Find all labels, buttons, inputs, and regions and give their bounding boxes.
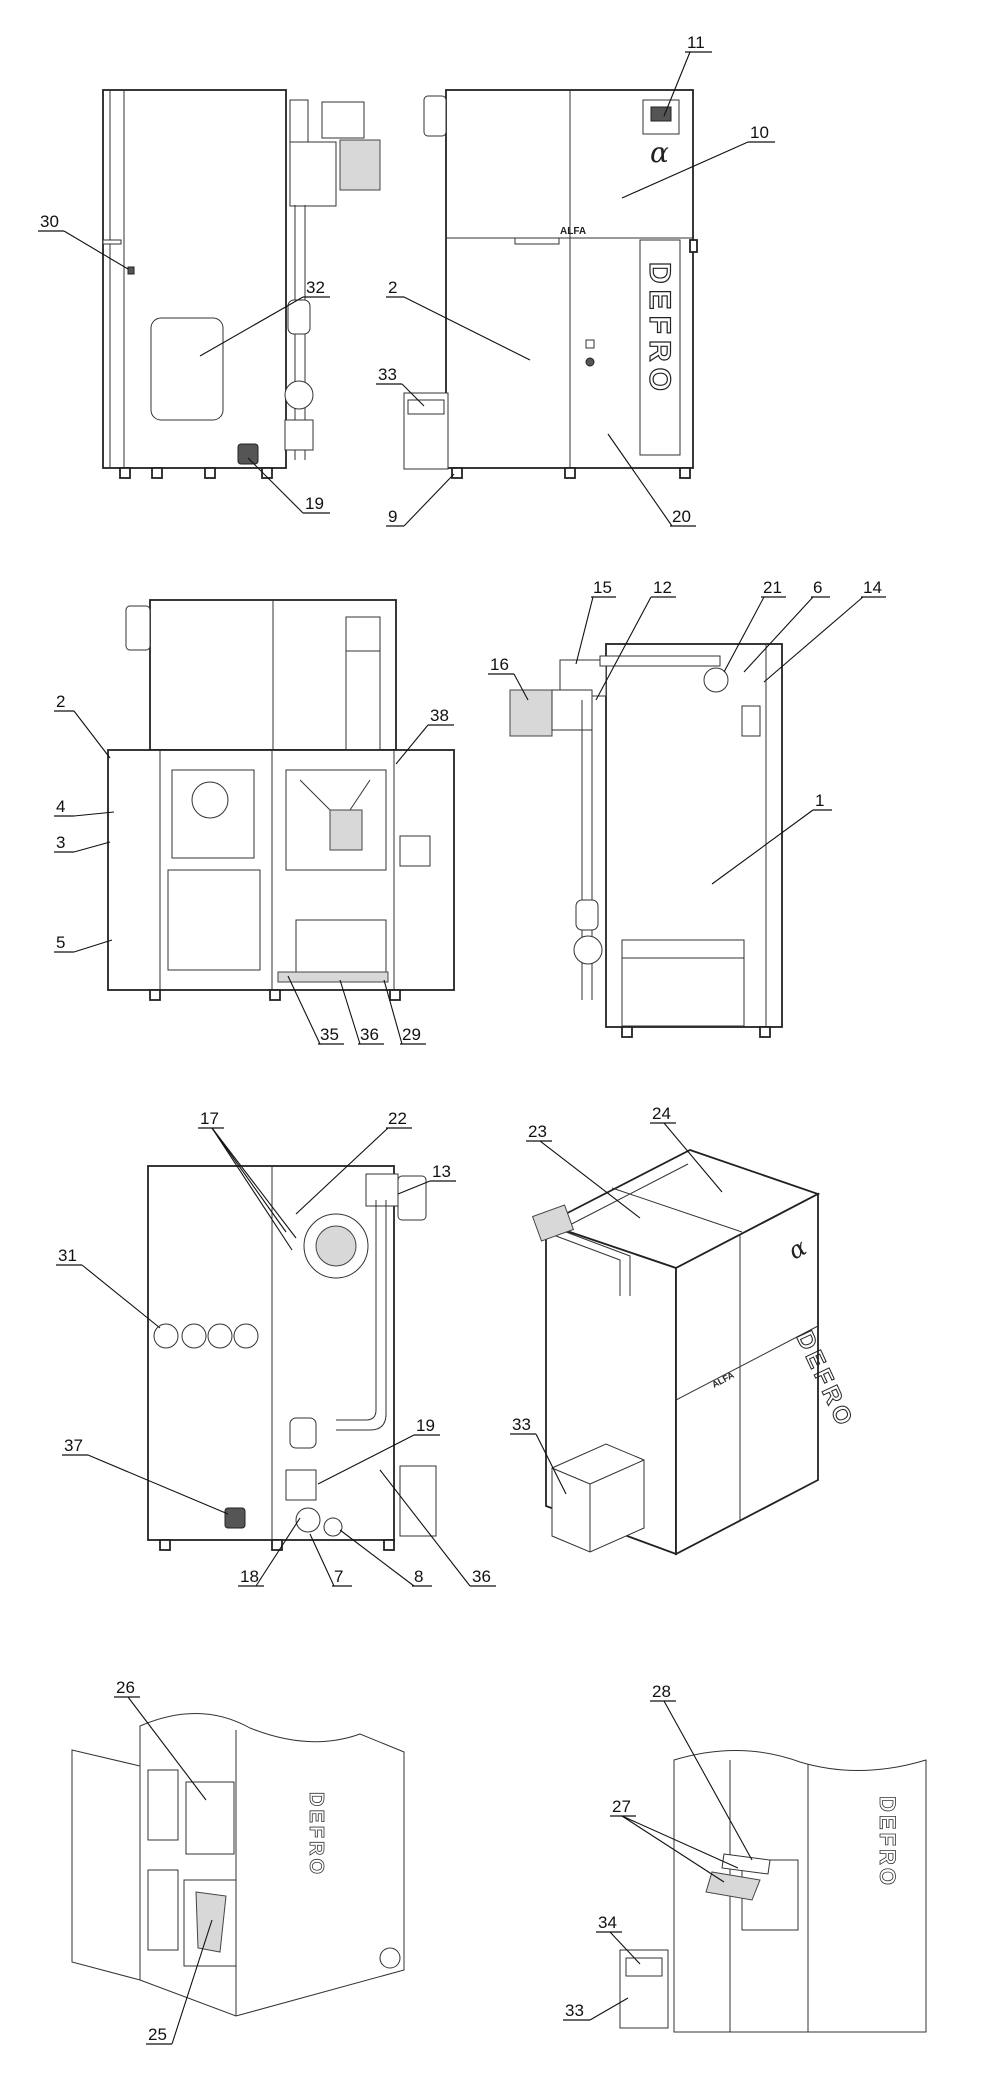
callout-27: 27 (612, 1797, 631, 1816)
view-detail-feeder: DEFRO (619, 1750, 927, 2033)
alpha-logo: α (650, 136, 669, 169)
callout-21: 21 (763, 578, 782, 597)
callout-36-rear: 36 (472, 1567, 491, 1586)
callout-12: 12 (653, 578, 672, 597)
callout-3: 3 (56, 833, 65, 852)
callout-5: 5 (56, 933, 65, 952)
callout-9: 9 (388, 507, 397, 526)
callout-19-rear: 37 (64, 1436, 83, 1455)
callout-11: 11 (687, 33, 705, 52)
callout-7: 7 (334, 1567, 343, 1586)
view-side-right (509, 643, 783, 1038)
defro-logo-front: DEFRO (643, 262, 676, 397)
callout-33-detail: 33 (565, 2001, 584, 2020)
callout-6: 6 (813, 578, 822, 597)
callout-37: 19 (416, 1416, 435, 1435)
alfa-label: ALFA (560, 226, 586, 237)
callout-18: 18 (240, 1567, 259, 1586)
callout-14: 14 (863, 578, 882, 597)
callout-19-top: 19 (305, 494, 324, 513)
callout-1: 1 (815, 791, 824, 810)
callout-24: 24 (652, 1104, 671, 1123)
callout-33-iso: 33 (512, 1415, 531, 1434)
callout-2-front: 2 (388, 278, 397, 297)
callout-16: 16 (490, 655, 509, 674)
callout-10: 10 (750, 123, 769, 142)
callout-34: 34 (598, 1913, 617, 1932)
callout-4: 4 (56, 797, 65, 816)
callout-25: 25 (148, 2025, 167, 2044)
callout-20: 20 (672, 507, 691, 526)
callout-30: 30 (40, 212, 59, 231)
callout-33-front: 33 (378, 365, 397, 384)
callout-2-open: 2 (56, 692, 65, 711)
callout-28: 28 (652, 1682, 671, 1701)
callout-13: 13 (432, 1162, 451, 1181)
callout-36-open: 36 (360, 1025, 379, 1044)
callout-17: 17 (200, 1109, 219, 1128)
callout-32: 32 (306, 278, 325, 297)
view-front: ALFA α DEFRO (403, 89, 698, 479)
view-rear (147, 1165, 437, 1551)
callout-22: 22 (388, 1109, 407, 1128)
callout-29: 29 (402, 1025, 421, 1044)
view-side-left (102, 89, 381, 479)
defro-logo-detail-left: DEFRO (305, 1792, 327, 1877)
view-isometric: α DEFRO ALFA (531, 1149, 859, 1556)
callout-23: 23 (528, 1122, 547, 1141)
callout-31: 31 (58, 1246, 77, 1265)
view-detail-doors: DEFRO (71, 1713, 405, 2017)
view-front-open (107, 599, 455, 1001)
callout-35: 35 (320, 1025, 339, 1044)
callout-15: 15 (593, 578, 612, 597)
callout-26: 26 (116, 1678, 135, 1697)
callout-38: 38 (430, 706, 449, 725)
callout-8: 8 (414, 1567, 423, 1586)
defro-logo-detail-right: DEFRO (875, 1796, 900, 1888)
